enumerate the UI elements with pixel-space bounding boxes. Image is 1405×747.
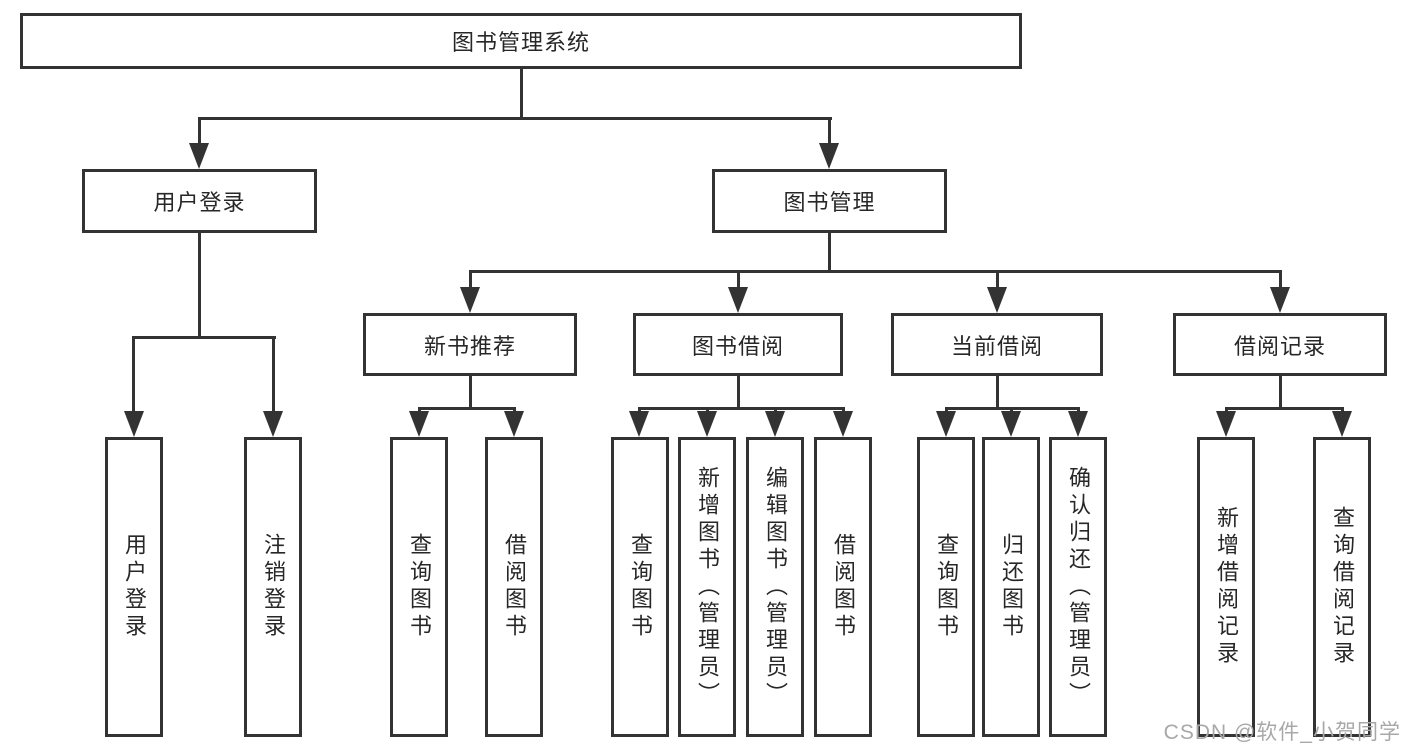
arrow-down-icon [409, 411, 429, 437]
connector-line [1225, 407, 1344, 410]
arrow-down-icon [936, 411, 956, 437]
leaf-node-borrow-books-recommend: 借阅图书 [485, 437, 543, 737]
connector-line [828, 117, 831, 147]
arrow-down-icon [1216, 411, 1236, 437]
connector-line [638, 407, 845, 410]
connector-line [469, 270, 472, 290]
branch-node-user-login: 用户登录 [82, 169, 317, 233]
leaf-node-confirm-return-admin: 确认归还（管理员） [1049, 437, 1107, 737]
connector-line [1279, 376, 1282, 410]
leaf-node-return-books: 归还图书 [982, 437, 1040, 737]
arrow-down-icon [124, 411, 144, 437]
connector-line [469, 270, 1282, 273]
arrow-down-icon [833, 411, 853, 437]
arrow-down-icon [504, 411, 524, 437]
leaf-node-logout: 注销登录 [244, 437, 302, 737]
connector-line [132, 336, 276, 339]
root-node-library-management-system: 图书管理系统 [20, 13, 1022, 69]
arrow-down-icon [1001, 411, 1021, 437]
connector-line [198, 233, 201, 338]
connector-line [198, 117, 832, 120]
arrow-down-icon [728, 287, 748, 313]
arrow-down-icon [987, 287, 1007, 313]
arrow-down-icon [1270, 287, 1290, 313]
arrow-down-icon [263, 411, 283, 437]
connector-line [418, 407, 516, 410]
arrow-down-icon [697, 411, 717, 437]
group-node-current-borrowing: 当前借阅 [891, 313, 1103, 376]
arrow-down-icon [629, 411, 649, 437]
leaf-node-borrow-books: 借阅图书 [814, 437, 872, 737]
leaf-node-user-login: 用户登录 [105, 437, 163, 737]
leaf-node-add-borrow-record: 新增借阅记录 [1197, 437, 1255, 737]
connector-line [198, 117, 201, 147]
leaf-node-query-borrow-record: 查询借阅记录 [1313, 437, 1371, 737]
group-node-new-book-recommendation: 新书推荐 [363, 313, 577, 376]
connector-line [996, 376, 999, 410]
leaf-node-add-books-admin: 新增图书（管理员） [678, 437, 736, 737]
connector-line [469, 376, 472, 410]
leaf-node-edit-books-admin: 编辑图书（管理员） [746, 437, 804, 737]
arrow-down-icon [1332, 411, 1352, 437]
connector-line [828, 233, 831, 272]
leaf-node-query-books-current: 查询图书 [917, 437, 975, 737]
arrow-down-icon [819, 143, 839, 169]
connector-line [737, 376, 740, 410]
connector-line [272, 336, 275, 414]
leaf-node-query-books-recommend: 查询图书 [390, 437, 448, 737]
arrow-down-icon [460, 287, 480, 313]
branch-node-book-management: 图书管理 [712, 169, 947, 233]
arrow-down-icon [765, 411, 785, 437]
csdn-watermark: CSDN @软件_小贺同学 [1163, 721, 1401, 744]
group-node-book-borrowing: 图书借阅 [633, 313, 843, 376]
connector-line [737, 270, 740, 290]
leaf-node-query-books-borrowing: 查询图书 [611, 437, 669, 737]
connector-line [996, 270, 999, 290]
group-node-borrowing-records: 借阅记录 [1173, 313, 1387, 376]
arrow-down-icon [189, 143, 209, 169]
connector-line [1279, 270, 1282, 290]
connector-line [132, 336, 135, 414]
connector-line [520, 68, 523, 117]
arrow-down-icon [1068, 411, 1088, 437]
